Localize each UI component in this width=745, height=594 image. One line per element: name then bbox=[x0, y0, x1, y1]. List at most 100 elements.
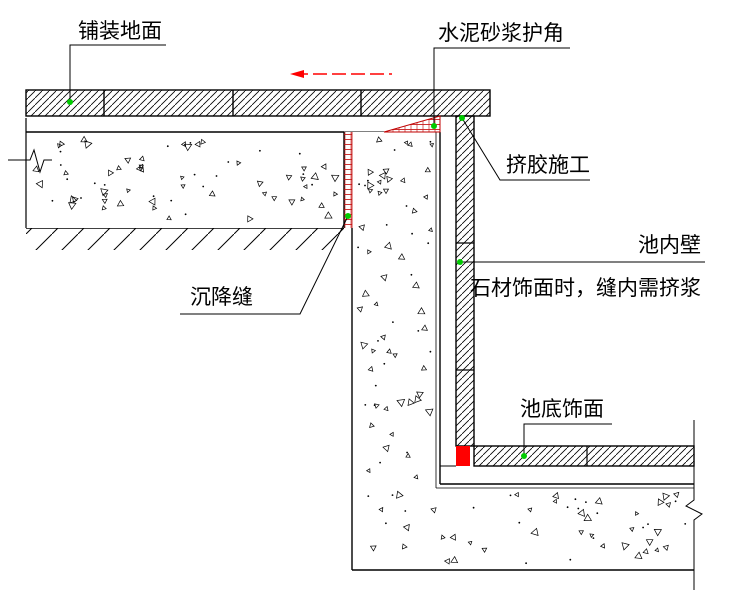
aggregate-dot bbox=[51, 199, 54, 202]
aggregate-stone bbox=[380, 334, 386, 341]
aggregate-stone bbox=[101, 205, 107, 211]
aggregate-stone bbox=[450, 555, 459, 564]
aggregate-dot bbox=[393, 149, 396, 151]
aggregate-stone bbox=[367, 365, 374, 372]
aggregate-stone bbox=[101, 198, 108, 205]
aggregate-dot bbox=[227, 161, 230, 163]
label-settlement-joint: 沉降缝 bbox=[190, 285, 253, 309]
aggregate-stone bbox=[396, 398, 406, 408]
aggregate-stone bbox=[376, 179, 382, 185]
aggregate-stone bbox=[552, 491, 559, 500]
aggregate-stone bbox=[32, 165, 40, 173]
pool-bottom-finish bbox=[440, 445, 695, 467]
aggregate-dot bbox=[518, 521, 521, 524]
aggregate-stone bbox=[382, 168, 390, 175]
aggregate-dot bbox=[93, 182, 96, 185]
aggregate-stone bbox=[513, 491, 519, 498]
aggregate-stone bbox=[417, 306, 426, 315]
aggregate-stone bbox=[285, 174, 293, 181]
aggregate-stone bbox=[397, 253, 406, 260]
aggregate-stone bbox=[126, 188, 131, 194]
aggregate-stone bbox=[594, 497, 603, 505]
aggregate-stone bbox=[301, 166, 307, 172]
aggregate-dot bbox=[357, 246, 359, 249]
break-line-left bbox=[8, 148, 52, 174]
aggregate-stone bbox=[148, 197, 156, 206]
aggregate-stone bbox=[371, 348, 377, 354]
mortar-corner-protection bbox=[383, 115, 441, 133]
aggregate-stone bbox=[399, 177, 406, 184]
aggregate-stone bbox=[369, 422, 375, 429]
aggregate-stone bbox=[386, 175, 394, 183]
aggregate-stone bbox=[374, 403, 380, 409]
aggregate-stone bbox=[261, 191, 268, 197]
aggregate-stone bbox=[138, 155, 145, 162]
aggregate-dot bbox=[374, 384, 377, 387]
label-pool-bottom-finish: 池底饰面 bbox=[520, 397, 604, 421]
aggregate-dot bbox=[674, 500, 677, 503]
aggregate-stone bbox=[80, 135, 88, 143]
aggregate-stone bbox=[324, 211, 333, 219]
label-stone-note: 石材饰面时，缝内需挤浆 bbox=[470, 276, 701, 300]
aggregate-stone bbox=[577, 508, 585, 517]
aggregate-stone bbox=[302, 184, 308, 190]
aggregate-stone bbox=[583, 513, 593, 521]
aggregate-stone bbox=[392, 353, 398, 359]
aggregate-dot bbox=[59, 150, 62, 153]
aggregate-stone bbox=[403, 140, 408, 146]
aggregate-dot bbox=[193, 173, 196, 176]
aggregate-dot bbox=[170, 199, 173, 202]
aggregate-stone bbox=[180, 141, 187, 148]
aggregate-stone bbox=[416, 391, 424, 399]
aggregate-stone bbox=[367, 188, 374, 194]
aggregate-stone bbox=[358, 224, 365, 232]
aggregate-stone bbox=[430, 507, 437, 514]
aggregate-dot bbox=[577, 507, 580, 510]
aggregate-dot bbox=[311, 183, 313, 186]
aggregate-dot bbox=[59, 164, 62, 166]
aggregate-dot bbox=[405, 205, 408, 207]
aggregate-dot bbox=[298, 152, 301, 155]
aggregate-stone bbox=[420, 364, 428, 371]
aggregate-stone bbox=[367, 181, 375, 190]
aggregate-stone bbox=[657, 498, 665, 506]
aggregate-stone bbox=[382, 188, 390, 195]
aggregate-dot bbox=[392, 321, 394, 323]
aggregate-dot bbox=[302, 173, 305, 176]
aggregate-stone bbox=[318, 202, 325, 208]
aggregate-stone bbox=[654, 547, 659, 553]
aggregate-stone bbox=[102, 193, 108, 199]
aggregate-stone bbox=[413, 474, 419, 480]
aggregate-stone bbox=[100, 188, 109, 197]
aggregate-stone bbox=[236, 160, 242, 166]
aggregate-stone bbox=[367, 249, 372, 255]
aggregate-dot bbox=[410, 273, 413, 276]
aggregate-stone bbox=[383, 405, 389, 412]
aggregate-stone bbox=[360, 341, 369, 350]
aggregate-dot bbox=[166, 145, 169, 148]
leader-dots bbox=[67, 99, 527, 459]
aggregate-stone bbox=[429, 143, 435, 148]
aggregate-stone bbox=[402, 523, 410, 532]
aggregate-stone bbox=[635, 511, 640, 516]
aggregate-dot bbox=[647, 523, 649, 525]
aggregate-stone bbox=[481, 547, 488, 554]
aggregate-stone bbox=[256, 180, 264, 188]
aggregate-stone bbox=[208, 190, 216, 197]
aggregate-stone bbox=[310, 172, 319, 180]
aggregate-stone bbox=[180, 175, 185, 181]
aggregate-stone bbox=[642, 548, 649, 555]
aggregate-dot bbox=[364, 404, 367, 406]
aggregate-stone bbox=[401, 543, 408, 550]
aggregate-stone bbox=[271, 196, 278, 202]
aggregate-stone bbox=[367, 168, 375, 176]
aggregate-stone bbox=[414, 395, 422, 404]
aggregate-stone bbox=[440, 534, 446, 540]
aggregate-stone bbox=[63, 170, 69, 176]
aggregate-dot bbox=[406, 451, 408, 454]
aggregate-stone bbox=[653, 529, 663, 537]
aggregate-stone bbox=[108, 169, 115, 177]
aggregate-dot bbox=[367, 179, 369, 182]
